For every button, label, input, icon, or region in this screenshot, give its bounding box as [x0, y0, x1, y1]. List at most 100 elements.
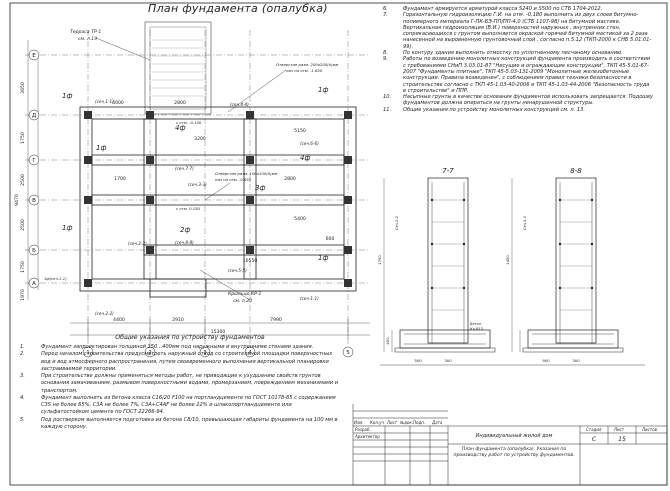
note-text: Общие указания по устройству монолитных …	[403, 106, 586, 113]
axis-number: 3	[203, 350, 207, 356]
axis-letter: Б	[32, 248, 36, 254]
mark: 1ф	[96, 144, 106, 152]
foundation-marks: 1ф 1ф 2ф 3ф 4ф 1ф 1ф 1ф 4ф	[62, 86, 328, 262]
section-ref: (сеч.2-2)	[95, 311, 114, 316]
dim-text: 1700	[114, 176, 126, 182]
dim-text: 2500	[20, 219, 26, 231]
col-head: Подп.	[413, 420, 425, 425]
section-label: Сеч.3-3	[523, 215, 527, 230]
dim-text: 900	[542, 358, 550, 363]
bottom-dimension-lines	[70, 319, 370, 339]
general-item: 2. Перед началом строительства предусмотр…	[20, 351, 340, 373]
porch-ref: см. л.20	[233, 298, 252, 304]
note-text: Работы по возведению монолитных конструк…	[403, 56, 651, 94]
stage-header: Стадия	[586, 427, 602, 432]
general-number: 3.	[20, 373, 25, 379]
note-item: 10.Насыпные грунты в качестве основания …	[383, 94, 653, 107]
axis-number: 5	[346, 350, 350, 356]
col-head: Лист	[386, 420, 398, 425]
general-number: 1.	[20, 344, 25, 350]
axis-number: 2	[148, 350, 152, 356]
mark: 2ф	[180, 226, 190, 234]
dim-text: 3650	[20, 82, 26, 94]
general-text: Под ростверком выполняется подготовка из…	[41, 416, 338, 430]
dim-text: 300	[572, 358, 580, 363]
title-block-texts: Разраб. Архитектор Изм. Кол.уч Лист №док…	[354, 420, 658, 443]
terrace-hatch	[152, 39, 204, 97]
level-label: с отм. 0.150	[176, 206, 201, 211]
dim-text: 4400	[113, 317, 125, 323]
sheets-header: Листов	[641, 427, 658, 432]
dim-text: 1700	[377, 255, 382, 265]
dim-text: 500	[414, 358, 422, 363]
plan-labels: Терраса ТР-1 см. л.19 Отверстие разм. 20…	[70, 29, 339, 304]
note-text: Горизонтальную гидроизоляцию Г.И. на отм…	[403, 12, 652, 50]
dim-text: 400	[385, 337, 390, 345]
note-item: 8.По контуру здания выполнить отмостку п…	[383, 50, 653, 56]
dim-text: 2800	[174, 100, 186, 106]
section-ref: (сеч.5-5)	[228, 268, 247, 273]
plan-view	[25, 21, 370, 358]
sheet-header: Лист	[613, 427, 625, 432]
level-labels: 1ф(сеч.1-1) с отм. -0.150 с отм. 0.150	[44, 120, 202, 281]
general-item: 1. Фундамент запроектирован толщиной 350.…	[20, 344, 340, 351]
terrace-ref: см. л.19	[78, 36, 97, 42]
note-text: Насыпные грунты в качестве основания фун…	[403, 94, 653, 107]
plan-title: План фундамента (опалубка)	[148, 2, 328, 15]
section-ref: (сеч.8-8)	[175, 240, 194, 245]
note-number: 6.	[383, 6, 388, 12]
general-number: 2.	[20, 351, 25, 358]
leader-lines	[95, 37, 287, 301]
section-ref: (сеч.4-4)	[230, 102, 249, 107]
mark: 3ф	[255, 184, 265, 192]
axis-letter: Г	[32, 158, 36, 164]
axis-number: 4	[248, 350, 252, 356]
dim-text: 1970	[20, 289, 26, 301]
opening-top-label: Отверстие разм. 200х200(h)мм	[276, 62, 339, 67]
general-number: 5.	[20, 416, 25, 423]
col-head: Дата	[431, 420, 443, 425]
section-labels: Сеч.2-2 Сеч.3-3 Бетон Кл.В15	[395, 215, 527, 331]
general-text: Фундамент запроектирован толщиной 350...…	[41, 344, 314, 350]
dim-text: 15300	[211, 329, 226, 335]
axis-number: 1	[86, 350, 90, 356]
dim-text: 300	[444, 358, 452, 363]
axis-letter: Е	[32, 53, 36, 59]
mark: 1ф	[318, 86, 328, 94]
axis-letter: Д	[32, 113, 37, 119]
opening-mid-bottom: низ на отм. -0.850	[215, 177, 252, 182]
note-number: 9.	[383, 56, 388, 63]
porch-label: Крыльцо КР-1	[228, 291, 262, 297]
dim-text: 2800	[284, 176, 296, 182]
section-7-7-title: 7-7	[442, 167, 454, 175]
dim-text: 3200	[194, 136, 206, 142]
mark: 1ф	[62, 92, 72, 100]
note-item: 6.Фундамент армируется арматурой класса …	[383, 6, 653, 12]
section-titles: 7-7 8-8	[442, 167, 582, 175]
dim-text: 2500	[20, 174, 26, 186]
opening-mid-label: Отверстие разм. 100х100(h)мм	[215, 171, 278, 176]
sheet-title: План фундамента (опалубка). Указания по …	[453, 447, 575, 458]
dim-text: 2910	[172, 317, 184, 323]
mark: 4ф	[300, 154, 310, 162]
project-name: Индивидуальный жилой дом	[476, 433, 553, 439]
general-item: 4.Фундамент выполнить из бетона класса С…	[20, 395, 340, 417]
general-item: 5. Под ростверком выполняется подготовка …	[20, 417, 340, 432]
dim-text: 9470	[14, 194, 20, 206]
axis-letter: В	[32, 198, 36, 204]
dim-text: 1450	[505, 255, 510, 265]
mark: 4ф	[175, 124, 185, 132]
col-head: Изм.	[354, 420, 363, 425]
stage-value: С	[592, 436, 597, 443]
mark: 1ф	[318, 254, 328, 262]
general-text: Перед началом строительства предусмотрет…	[41, 351, 333, 372]
dim-text: 10550	[243, 258, 258, 264]
notes-list: 6.Фундамент армируется арматурой класса …	[383, 6, 653, 113]
col-head: №док.	[399, 420, 413, 425]
section-label: Бетон	[470, 322, 482, 326]
axis-letter: А	[32, 281, 36, 287]
note-item: 7.Горизонтальную гидроизоляцию Г.И. на о…	[383, 12, 653, 50]
note-item: 11.Общие указания по устройству монолитн…	[383, 107, 653, 113]
level-label: с отм. -0.150	[176, 120, 202, 125]
